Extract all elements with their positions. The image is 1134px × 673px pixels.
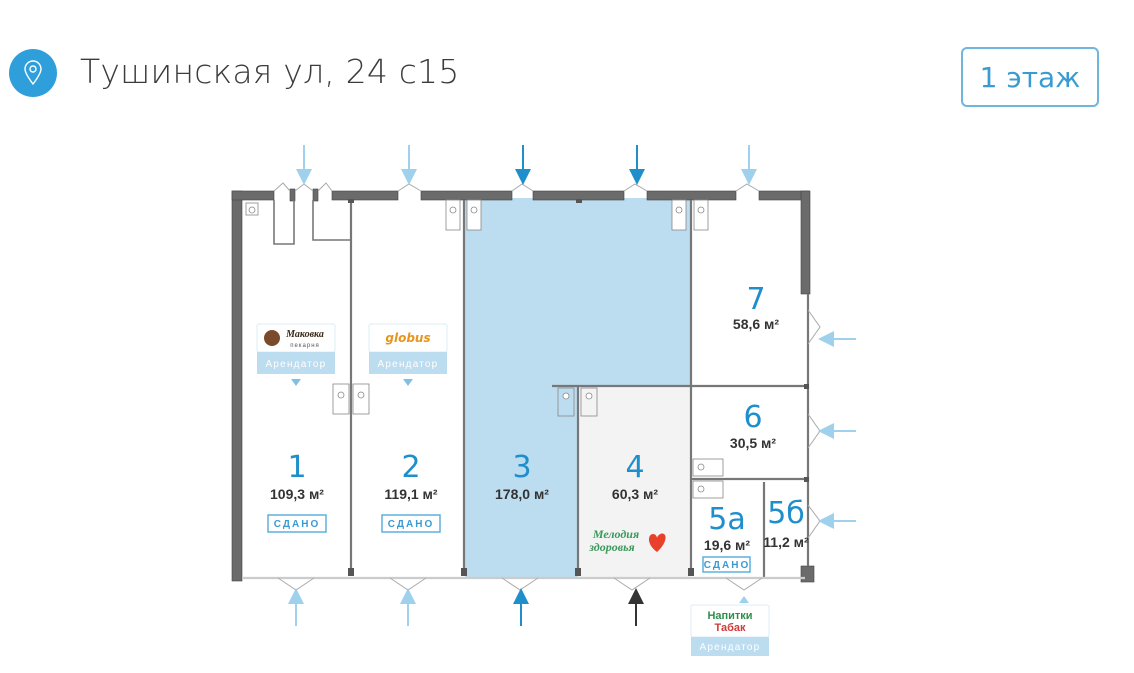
status-badge [381,514,441,533]
unit-number: 5б [767,496,805,531]
status-text: СДАНО [704,560,750,571]
restroom-fixtures [245,199,724,499]
unit-number: 5а [708,502,745,537]
tenant-brand: Маковка [285,329,324,340]
tenant-brand-sub: пекарня [290,343,320,349]
status-text: СДАНО [274,519,320,530]
tenant-brand-sub: здоровья [588,540,635,554]
unit-number: 7 [746,282,765,317]
tenant-card-napitki-tabak[interactable]: Напитки Табак Арендатор [690,596,770,656]
tenant-label: Арендатор [700,642,761,653]
unit-6-label[interactable]: 6 30,5 м² [730,400,776,451]
makovka-logo-icon [264,330,280,346]
unit-7-label[interactable]: 7 58,6 м² [733,282,779,332]
tenant-card-makovka[interactable]: Маковка пекарня Арендатор [256,323,336,386]
tenant-label: Арендатор [378,359,439,370]
unit-2-label[interactable]: 2 119,1 м² СДАНО [381,450,441,533]
unit-area: 109,3 м² [270,486,324,502]
status-text: СДАНО [388,519,434,530]
unit-4-area[interactable] [578,387,691,578]
unit-area: 58,6 м² [733,316,779,332]
entrance-arrows [288,145,856,626]
walls [231,188,815,583]
tenant-brand: globus [385,331,430,345]
unit-area: 30,5 м² [730,435,776,451]
tenant-logo-melodiya: Мелодия здоровья [588,527,666,554]
unit-number: 2 [401,450,420,485]
status-badge [267,514,327,533]
partitions [242,200,810,580]
unit-1-label[interactable]: 1 109,3 м² СДАНО [267,450,327,533]
unit-area: 19,6 м² [704,537,750,553]
map-pin-icon [9,49,57,97]
tenant-brand: Мелодия [592,527,639,541]
unit-4-label[interactable]: 4 60,3 м² [612,450,658,502]
status-badge [702,556,751,573]
tenant-label: Арендатор [266,359,327,370]
tenant-brand-sub: Табак [715,622,746,634]
heart-icon [648,533,666,552]
unit-area: 178,0 м² [495,486,549,502]
unit-number: 4 [625,450,644,485]
unit-area: 119,1 м² [384,486,438,502]
unit-5b-label[interactable]: 5б 11,2 м² [763,496,809,550]
unit-3-label[interactable]: 3 178,0 м² [495,450,549,502]
unit-area: 11,2 м² [763,534,809,550]
unit-5a-label[interactable]: 5а 19,6 м² СДАНО [702,502,751,573]
unit-number: 1 [287,450,306,485]
tenant-brand: Напитки [707,610,752,622]
tenant-card-globus[interactable]: globus Арендатор [368,323,448,386]
unit-area: 60,3 м² [612,486,658,502]
floor-selector-button[interactable]: 1 этаж [961,47,1099,107]
unit-number: 6 [743,400,762,435]
unit-number: 3 [512,450,531,485]
address-title: Тушинская ул, 24 с15 [80,52,460,91]
